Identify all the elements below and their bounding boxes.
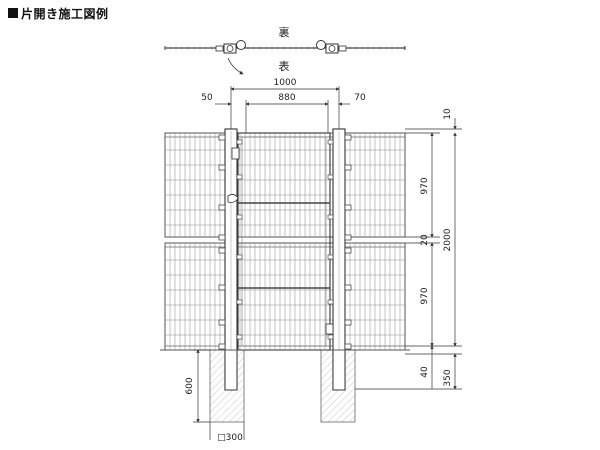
- top-dimensions: [215, 86, 350, 133]
- post-bracket-left: [218, 284, 226, 291]
- post-bracket-left: [218, 247, 226, 254]
- foundation-dimensions: [193, 349, 245, 440]
- plan-bracket-left: [215, 45, 224, 52]
- dim-width-right: 70: [354, 93, 366, 103]
- post-bracket-right: [344, 247, 352, 254]
- post-bracket-right: [344, 234, 352, 241]
- drop-bolt-icon: [325, 323, 334, 335]
- gate-clip-left: [236, 139, 243, 145]
- title-square-icon: [8, 8, 18, 18]
- plan-bracket-right: [338, 45, 347, 52]
- title-text: 片開き施工図例: [21, 6, 109, 21]
- dim-panel-gap: 20: [420, 234, 430, 246]
- plan-view: 裏 表: [164, 25, 406, 75]
- dim-height-total: 2000: [443, 228, 453, 251]
- post-bracket-left: [218, 234, 226, 241]
- gate-door-inner: [241, 136, 327, 347]
- latch-handle-icon: [227, 194, 239, 203]
- dim-width-left: 50: [201, 93, 213, 103]
- post-bracket-right: [344, 343, 352, 350]
- plan-post-right: [325, 43, 339, 54]
- plan-fitting-left: [236, 40, 246, 50]
- gate-clip-right: [327, 299, 334, 305]
- gate-clip-right: [327, 139, 334, 145]
- left-post-embed: [224, 349, 238, 391]
- post-bracket-right: [344, 319, 352, 326]
- mesh-grid: [165, 133, 405, 350]
- post-bracket-left: [218, 319, 226, 326]
- plan-hinge-left: [226, 45, 234, 52]
- gate-clip-right: [327, 214, 334, 220]
- gate-clip-right: [327, 334, 334, 340]
- dim-panel-upper: 970: [420, 177, 430, 194]
- dim-top-gap: 10: [443, 108, 453, 120]
- gate-clip-left: [236, 214, 243, 220]
- gate-clip-left: [236, 254, 243, 260]
- gate-door-frame: [237, 132, 331, 351]
- elevation-view: [160, 128, 410, 423]
- gate-clip-left: [236, 174, 243, 180]
- post-fittings: [218, 134, 352, 350]
- hinge-upper-icon: [231, 147, 240, 160]
- dim-foundation-size: □300: [217, 433, 243, 443]
- post-bracket-right: [344, 134, 352, 141]
- dim-foundation-depth: 600: [185, 377, 195, 394]
- right-dimensions: [355, 118, 462, 390]
- post-bracket-left: [218, 204, 226, 211]
- plan-fitting-right: [316, 40, 326, 50]
- dim-width-total: 1000: [274, 78, 297, 88]
- post-bracket-right: [344, 204, 352, 211]
- dim-bottom-gap: 40: [420, 366, 430, 378]
- dim-ground-clearance: 350: [443, 369, 453, 386]
- plan-back-label: 裏: [279, 25, 290, 39]
- post-bracket-left: [218, 164, 226, 171]
- gate-clip-right: [327, 254, 334, 260]
- right-post-embed: [332, 349, 346, 391]
- post-bracket-right: [344, 164, 352, 171]
- post-bracket-left: [218, 134, 226, 141]
- dim-width-inner: 880: [278, 93, 295, 103]
- gate-clip-right: [327, 174, 334, 180]
- plan-post-left: [223, 43, 237, 54]
- swing-arrow-icon: [227, 57, 244, 75]
- gate-clip-left: [236, 299, 243, 305]
- post-bracket-left: [218, 343, 226, 350]
- plan-front-label: 表: [279, 59, 290, 73]
- gate-clip-left: [236, 334, 243, 340]
- plan-latch-right: [328, 45, 336, 52]
- post-bracket-right: [344, 284, 352, 291]
- diagram-title: 片開き施工図例: [8, 5, 109, 21]
- dim-panel-lower: 970: [420, 287, 430, 304]
